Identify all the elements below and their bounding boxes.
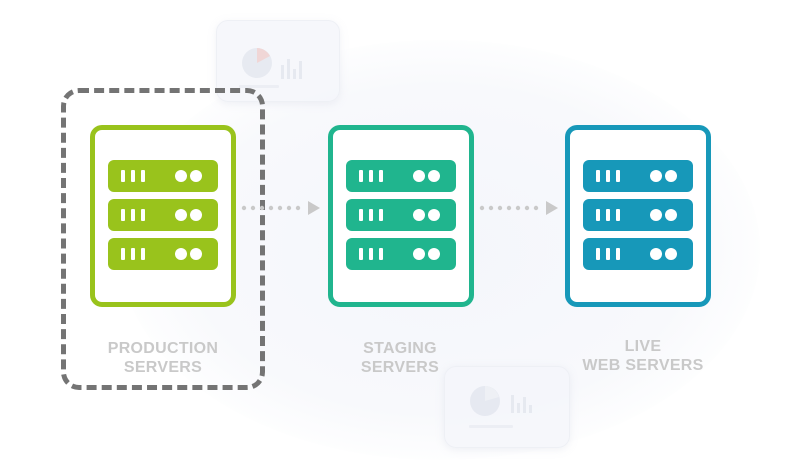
server-status-light [190,248,202,260]
production-server-card[interactable] [90,125,236,307]
live-web-servers-label: LIVE WEB SERVERS [543,337,743,375]
server-status-light [413,248,425,260]
server-vent-bars [121,170,145,182]
caption-line-1: LIVE [624,338,662,355]
server-rack-icon [333,130,469,302]
server-unit [346,160,456,192]
server-status-light [190,170,202,182]
caption-line-1: STAGING [363,340,437,357]
dotted-arrow-icon [241,201,320,215]
server-rack-icon [95,130,231,302]
pie-bar-chart-icon [469,386,532,428]
server-unit [583,199,693,231]
server-vent-bars [596,209,620,221]
caption-line-2: SERVERS [123,359,203,376]
server-unit [583,238,693,270]
staging-server-card[interactable] [328,125,474,307]
server-status-light [175,209,187,221]
pie-bar-chart-icon [239,48,302,88]
server-status-light [175,248,187,260]
server-unit [583,160,693,192]
server-status-light [428,170,440,182]
server-status-light [428,209,440,221]
server-status-light [650,170,662,182]
server-unit [346,238,456,270]
server-status-light [190,209,202,221]
server-vent-bars [596,248,620,260]
server-unit [346,199,456,231]
server-vent-bars [596,170,620,182]
server-status-light [665,209,677,221]
caption-line-1: PRODUCTION [107,340,219,357]
live-server-card[interactable] [565,125,711,307]
ghost-chart-card-bottom [444,366,570,448]
server-status-light [413,170,425,182]
production-servers-label: PRODUCTION SERVERS [63,339,263,377]
server-status-light [650,248,662,260]
caption-line-2: WEB SERVERS [582,357,704,374]
staging-servers-label: STAGING SERVERS [300,339,500,377]
server-status-light [665,170,677,182]
server-unit [108,199,218,231]
server-status-light [665,248,677,260]
server-unit [108,238,218,270]
dotted-arrow-icon [479,201,558,215]
selection-frame [61,88,265,390]
server-status-light [413,209,425,221]
server-vent-bars [359,209,383,221]
caption-line-2: SERVERS [360,359,440,376]
server-status-light [428,248,440,260]
server-vent-bars [121,248,145,260]
server-vent-bars [121,209,145,221]
server-status-light [175,170,187,182]
server-status-light [650,209,662,221]
server-unit [108,160,218,192]
server-vent-bars [359,170,383,182]
server-vent-bars [359,248,383,260]
server-rack-icon [570,130,706,302]
